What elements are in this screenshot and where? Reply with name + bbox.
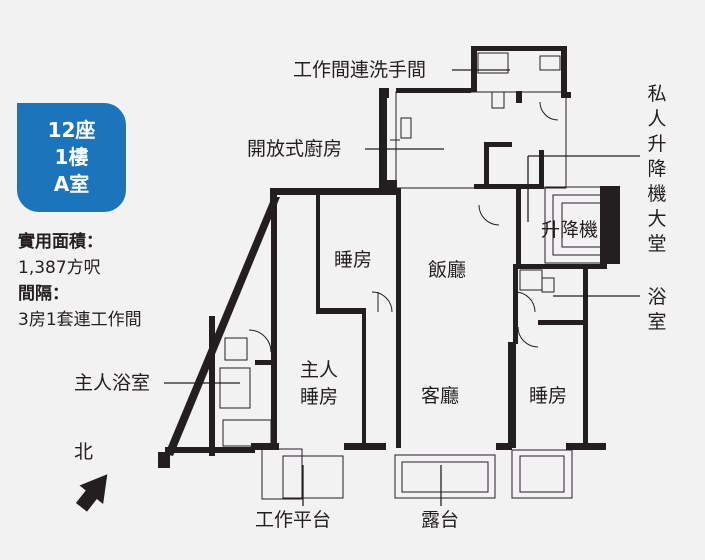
room-living: 客廳 <box>421 385 460 407</box>
room-master-line1: 主人 <box>300 359 339 381</box>
room-dining: 飯廳 <box>428 259 467 281</box>
north-label: 北 <box>74 441 94 463</box>
callout-open-kitchen: 開放式廚房 <box>247 138 343 160</box>
badge-unit: A室 <box>53 172 90 196</box>
unit-badge: 12座 1樓 A室 <box>17 103 126 212</box>
north-arrow-icon <box>75 474 108 512</box>
callout-balcony: 露台 <box>421 509 460 531</box>
room-bedroom-upper: 睡房 <box>334 249 373 271</box>
room-master-line2: 睡房 <box>300 386 339 408</box>
room-lift: 升降機 <box>541 219 599 241</box>
area-label: 實用面積： <box>18 232 103 252</box>
callout-utility-platform: 工作平台 <box>255 509 332 531</box>
callout-master-bath: 主人浴室 <box>74 372 151 394</box>
badge-block: 12座 <box>47 118 96 142</box>
badge-floor: 1樓 <box>54 145 89 169</box>
badge-shape <box>17 103 126 212</box>
callout-private-lobby: 私人升降機大堂 <box>647 83 667 255</box>
callout-utility-room: 工作間連洗手間 <box>293 59 427 81</box>
room-bedroom-right: 睡房 <box>529 385 568 407</box>
layout-value: 3房1套連工作間 <box>18 310 142 330</box>
callout-bathroom: 浴室 <box>647 286 667 333</box>
area-value: 1,387方呎 <box>18 258 101 278</box>
layout-label: 間隔： <box>18 284 69 304</box>
